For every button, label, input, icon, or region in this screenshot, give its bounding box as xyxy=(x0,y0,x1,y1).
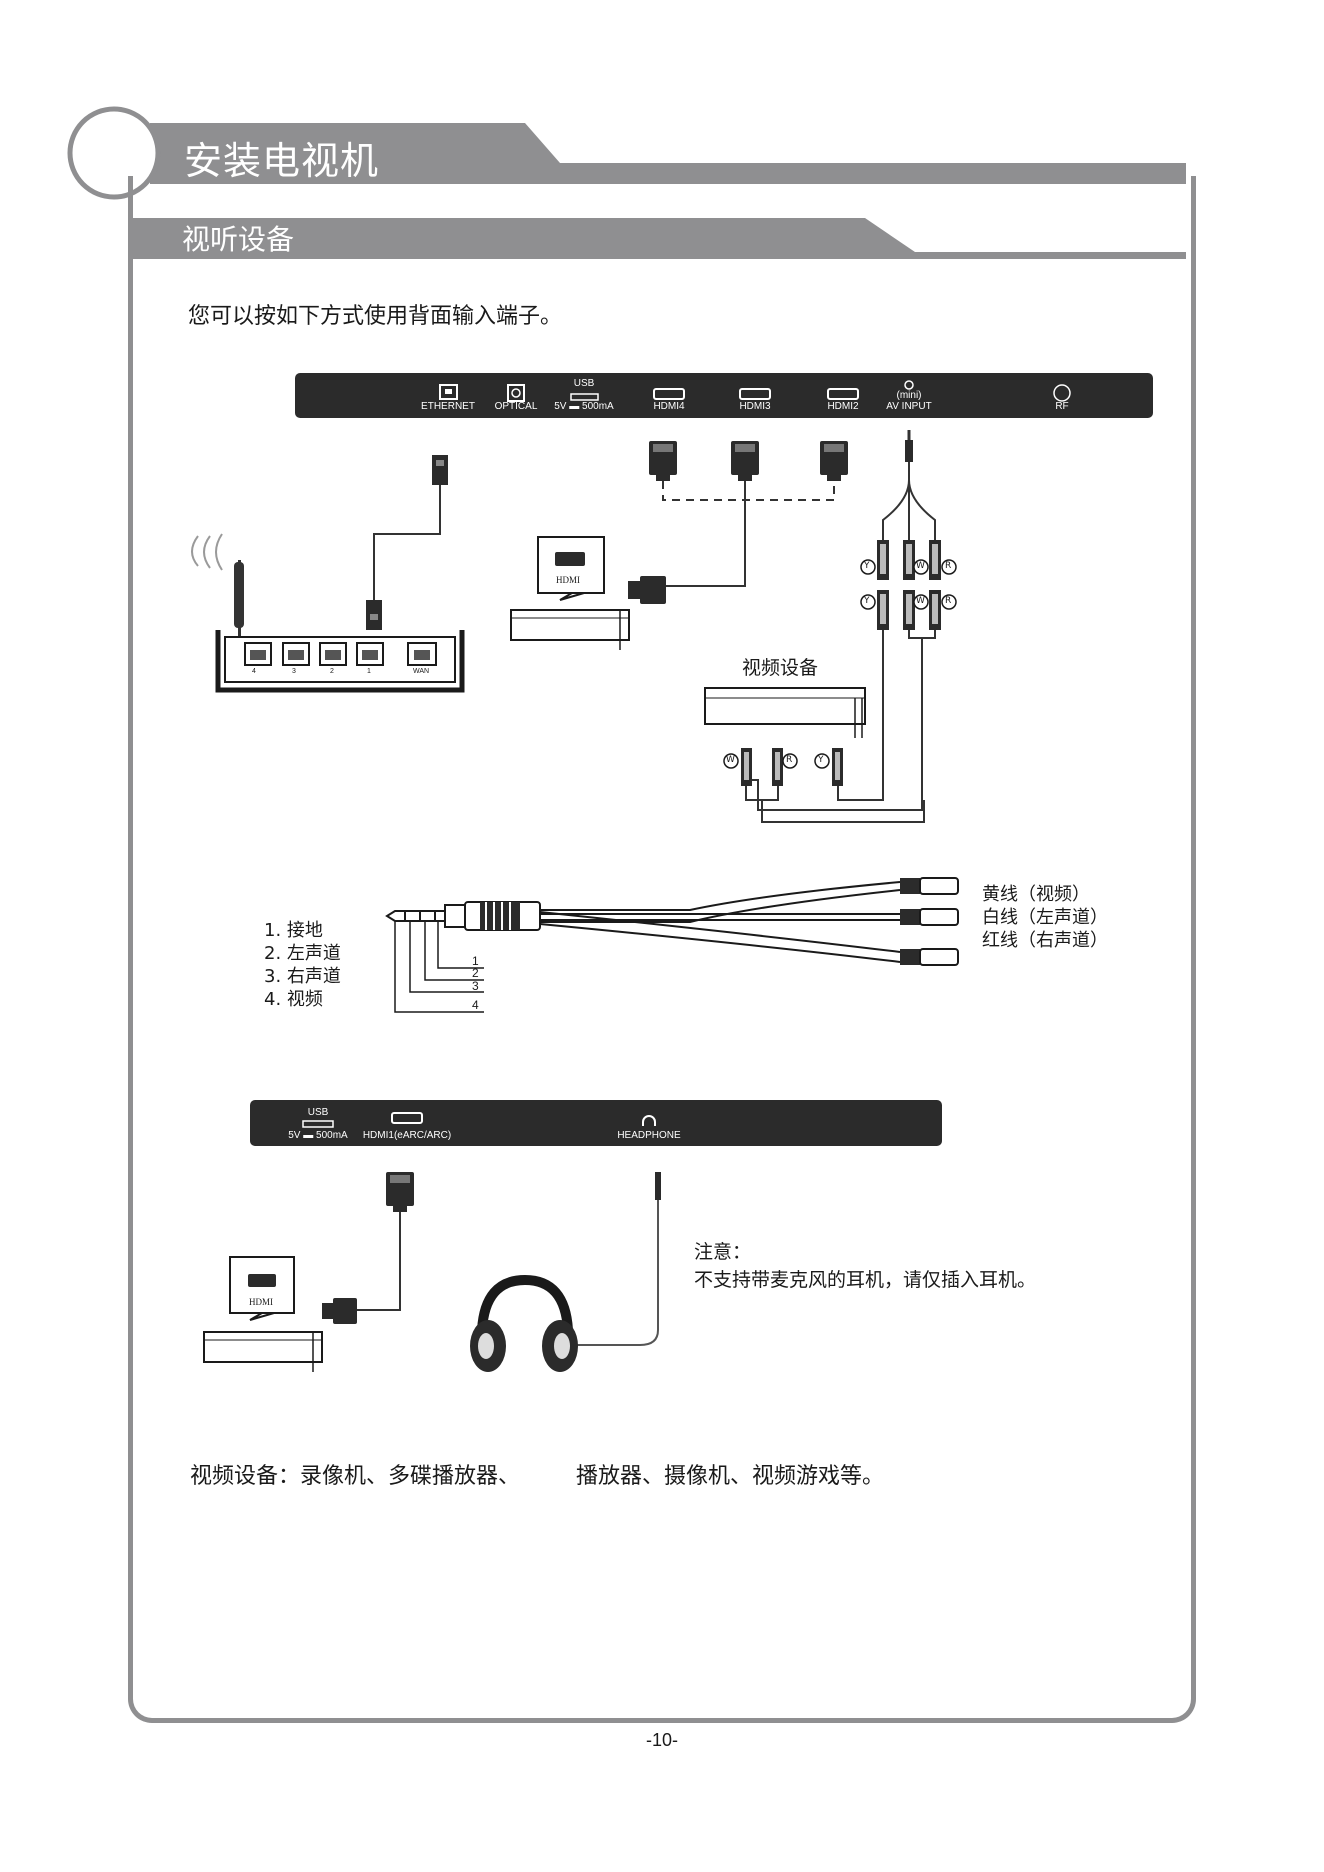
rca-letter-r: R xyxy=(786,755,793,765)
ethernet-label: ETHERNET xyxy=(421,401,475,412)
av-mini-jack-plug xyxy=(905,440,913,462)
av-input-label: AV INPUT xyxy=(886,401,932,412)
headphones-icon xyxy=(470,1274,578,1372)
hdmi-player-device-icon xyxy=(510,536,630,650)
section-title: 视听设备 xyxy=(182,223,295,256)
usb-port-icon xyxy=(570,393,599,401)
intro-text: 您可以按如下方式使用背面输入端子。 xyxy=(188,304,563,329)
ethernet-port-icon xyxy=(439,384,458,400)
video-device-rca-plugs xyxy=(741,748,843,786)
headphone-plug xyxy=(655,1172,661,1200)
optical-port-icon xyxy=(507,384,525,402)
note-text: 不支持带麦克风的耳机，请仅插入耳机。 xyxy=(694,1269,1037,1291)
usb-power-label-bottom: 5V ▬ 500mA xyxy=(288,1130,348,1141)
rca-letter-w: W xyxy=(726,755,735,765)
hdmi-plugs xyxy=(649,441,848,481)
hdmi-device-label-bottom: HDMI xyxy=(249,1297,273,1307)
note-block: 注意： 不支持带麦克风的耳机，请仅插入耳机。 xyxy=(694,1238,1036,1294)
title-circle-badge xyxy=(67,106,161,200)
hdmi1-label: HDMI1(eARC/ARC) xyxy=(362,1130,452,1141)
page-title: 安装电视机 xyxy=(184,139,380,183)
pin-number: 3 xyxy=(472,979,479,993)
router-port-label: 4 xyxy=(252,668,256,675)
usb-label-bottom: USB xyxy=(307,1107,329,1118)
rca-letter-w: W xyxy=(916,561,925,571)
page-number: -10- xyxy=(645,1730,678,1750)
title-band xyxy=(150,123,1186,184)
page-frame xyxy=(128,176,1196,1723)
av-input-port-icon xyxy=(904,380,914,390)
router-port-label: 3 xyxy=(292,668,296,675)
note-title: 注意： xyxy=(694,1241,752,1263)
cable-color-label: 黄线（视频） xyxy=(982,884,1090,905)
av-mini-label: (mini) xyxy=(896,390,922,401)
pin-number: 4 xyxy=(472,998,479,1012)
hdmi-device-label: HDMI xyxy=(556,575,580,585)
router-icon xyxy=(191,533,465,693)
pin-number: 1 xyxy=(472,954,479,968)
router-wan-label: WAN xyxy=(413,668,430,675)
hdmi1-port-icon xyxy=(391,1112,423,1124)
usb-power-label: 5V ▬ 500mA xyxy=(554,401,614,412)
optical-label: OPTICAL xyxy=(494,401,538,412)
hdmi4-port-icon xyxy=(653,388,685,400)
jack-legend-item: 4. 视频 xyxy=(264,989,323,1010)
devices-text: 视频设备：录像机、多碟播放器、 播放器、摄像机、视频游戏等。 xyxy=(190,1464,884,1489)
video-device-icon xyxy=(704,687,866,738)
hdmi3-port-icon xyxy=(739,388,771,400)
hdmi-plug-horizontal-bottom xyxy=(333,1298,357,1324)
hdmi-player-device-icon-bottom xyxy=(203,1256,323,1372)
router-port-label: 2 xyxy=(330,668,334,675)
cable-color-label: 红线（右声道） xyxy=(982,930,1108,951)
hdmi2-label: HDMI2 xyxy=(827,401,859,412)
hdmi4-label: HDMI4 xyxy=(653,401,685,412)
video-device-label: 视频设备 xyxy=(742,657,819,679)
rf-port-icon xyxy=(1053,384,1071,402)
av-adapter-cable-diagram xyxy=(385,877,959,1013)
rca-letter-w: W xyxy=(916,596,925,606)
rca-letter-y: Y xyxy=(818,755,824,765)
rca-plug-row-upper xyxy=(877,540,941,580)
jack-legend-item: 3. 右声道 xyxy=(264,966,341,987)
router-port-label: 1 xyxy=(367,668,371,675)
rca-plug-row-lower xyxy=(877,590,941,630)
jack-legend-item: 2. 左声道 xyxy=(264,943,341,964)
hdmi-plug-horizontal xyxy=(640,576,666,604)
rca-letter-y: Y xyxy=(864,596,870,606)
usb-port-icon-bottom xyxy=(302,1120,334,1128)
subtitle-band xyxy=(133,218,1186,259)
hdmi3-label: HDMI3 xyxy=(739,401,771,412)
cable-color-label: 白线（左声道） xyxy=(982,907,1108,928)
rca-letter-r: R xyxy=(945,561,952,571)
jack-legend-item: 1. 接地 xyxy=(264,920,323,941)
pin-number: 2 xyxy=(472,966,479,980)
bottom-back-panel xyxy=(250,1100,942,1146)
rca-letter-r: R xyxy=(945,596,952,606)
headphone-port-icon xyxy=(642,1115,656,1126)
headphone-label: HEADPHONE xyxy=(617,1130,681,1141)
ethernet-plug-icon xyxy=(432,455,448,485)
rf-label: RF xyxy=(1055,401,1069,412)
usb-label: USB xyxy=(573,378,595,389)
rca-letter-y: Y xyxy=(864,561,870,571)
hdmi2-port-icon xyxy=(827,388,859,400)
